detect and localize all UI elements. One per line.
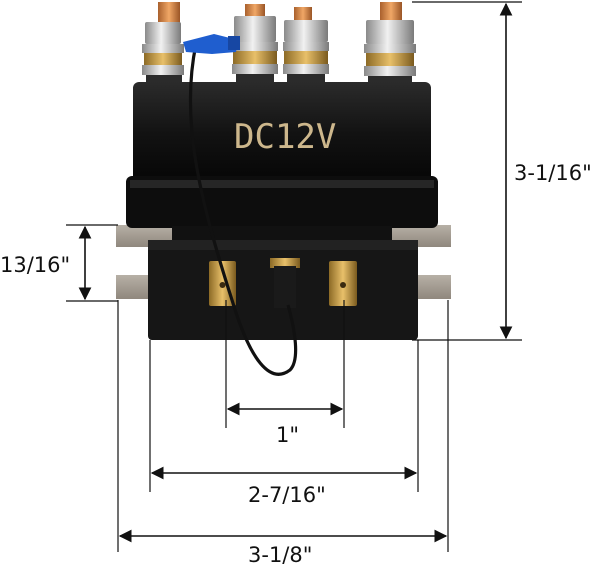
dimension-height-total-label: 3-1/16"	[514, 161, 592, 185]
terminal-stud-2	[232, 4, 278, 84]
dimension-tab-spacing-label: 1"	[276, 423, 299, 447]
dimension-mount-height: 13/16"	[0, 224, 118, 302]
dimension-total-width: 3-1/8"	[117, 300, 449, 566]
dimension-total-width-label: 3-1/8"	[248, 543, 312, 566]
dimension-tab-spacing: 1"	[225, 300, 345, 447]
control-wire	[183, 34, 298, 376]
dimension-body-width: 2-7/16"	[149, 340, 419, 507]
dimension-height-total: 3-1/16"	[412, 1, 592, 341]
dimension-mount-height-label: 13/16"	[0, 253, 70, 277]
dimension-body-width-label: 2-7/16"	[248, 483, 326, 507]
spade-tab-center	[270, 258, 300, 308]
terminal-stud-3	[283, 7, 329, 84]
voltage-label: DC12V	[234, 117, 336, 157]
terminal-stud-1	[142, 2, 184, 85]
terminal-stud-4	[364, 2, 416, 86]
spade-tab-right	[329, 261, 357, 306]
